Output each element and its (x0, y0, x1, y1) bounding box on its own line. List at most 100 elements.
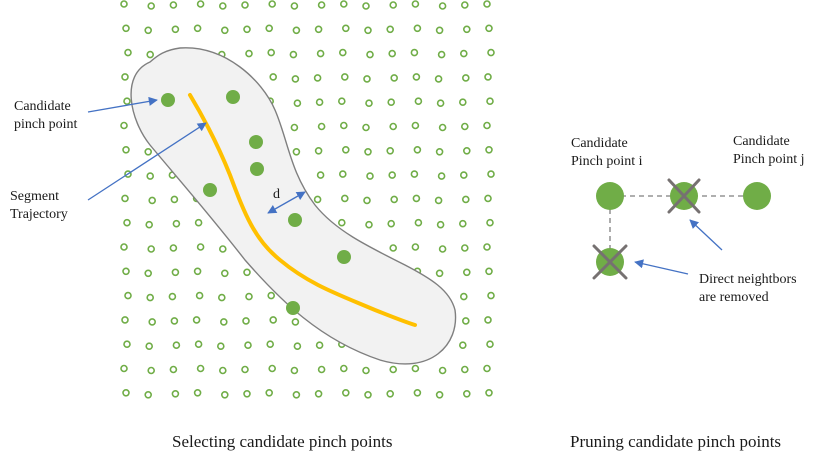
grid-point (389, 365, 398, 374)
grid-point (123, 340, 131, 349)
candidate-label-line: Candidate (14, 99, 71, 114)
grid-point (316, 49, 325, 58)
grid-point (460, 244, 469, 252)
grid-point (317, 365, 326, 374)
grid-point (438, 366, 447, 375)
grid-point (389, 244, 398, 252)
grid-point (196, 243, 205, 251)
point-j-label: Candidate Pinch point j (733, 133, 805, 169)
grid-point (386, 25, 395, 34)
grid-point (437, 172, 446, 180)
grid-point (124, 170, 132, 178)
grid-point (293, 342, 302, 351)
grid-point (313, 74, 322, 82)
grid-point (387, 98, 396, 106)
grid-point (365, 99, 373, 107)
grid-point (169, 1, 178, 9)
grid-point (486, 97, 494, 105)
grid-point (412, 194, 421, 203)
neighbor-arrow (689, 219, 723, 251)
grid-point (438, 245, 447, 253)
grid-point (411, 0, 420, 8)
candidate-point (203, 183, 217, 197)
grid-point (145, 220, 153, 229)
pruning-illustration (592, 178, 771, 280)
grid-point (315, 98, 324, 106)
grid-point (122, 267, 130, 276)
trajectory-label-line: Trajectory (10, 207, 68, 222)
grid-point (341, 388, 350, 397)
grid-point (169, 244, 178, 252)
candidate-label: Candidate pinch point (14, 98, 77, 134)
grid-point (458, 219, 467, 228)
grid-point (169, 365, 178, 374)
grid-point (485, 146, 493, 154)
grid-point (144, 390, 152, 399)
grid-point (146, 50, 154, 59)
grid-point (146, 293, 154, 302)
grid-point (485, 24, 493, 33)
grid-point (170, 195, 179, 204)
grid-point (292, 148, 301, 156)
grid-point (146, 172, 154, 180)
grid-point (390, 74, 399, 82)
grid-point (436, 220, 445, 229)
grid-point (193, 388, 202, 397)
grid-point (120, 364, 128, 373)
grid-point (219, 2, 227, 10)
grid-point (314, 25, 323, 34)
grid-point (389, 122, 398, 131)
grid-point (193, 267, 202, 276)
grid-point (414, 218, 423, 227)
grid-point (313, 195, 322, 204)
grid-point (268, 364, 277, 373)
grid-point (438, 2, 447, 10)
point-i-label: Candidate Pinch point i (571, 135, 643, 171)
grid-point (341, 146, 350, 154)
grid-point (170, 317, 179, 325)
grid-point (291, 318, 300, 326)
grid-point (194, 340, 203, 349)
grid-point (462, 389, 471, 398)
grid-point (120, 121, 128, 130)
grid-point (484, 316, 492, 324)
grid-point (171, 25, 180, 34)
grid-point (172, 219, 181, 228)
grid-point (242, 317, 250, 325)
grid-point (221, 269, 229, 278)
grid-point (219, 366, 227, 375)
grid-point (269, 73, 278, 81)
grid-point (122, 146, 130, 154)
grid-point (290, 366, 299, 375)
left-caption: Selecting candidate pinch points (172, 432, 393, 451)
grid-point (171, 268, 180, 277)
grid-point (413, 146, 422, 154)
grid-point (437, 50, 446, 59)
grid-point (148, 196, 156, 205)
grid-point (145, 342, 153, 351)
grid-point (487, 170, 495, 178)
grid-point (487, 48, 495, 57)
grid-point (434, 196, 443, 205)
grid-point (411, 364, 420, 373)
grid-point (459, 49, 468, 58)
trajectory-label-line: Segment (10, 189, 59, 204)
grid-point (124, 291, 132, 300)
grid-point (388, 171, 397, 179)
segment-trajectory (188, 93, 417, 327)
point-i-label-line: Pinch point i (571, 154, 643, 169)
grid-point (483, 243, 491, 251)
neighbors-label: Direct neightbors are removed (699, 271, 797, 307)
grid-point (388, 49, 397, 58)
candidate-point (337, 250, 351, 264)
grid-point (341, 24, 350, 33)
grid-point (220, 318, 228, 326)
grid-point (483, 0, 491, 8)
grid-point (266, 340, 275, 349)
grid-point (121, 316, 129, 324)
grid-point (413, 24, 422, 33)
grid-point (462, 268, 471, 277)
grid-point (315, 341, 324, 350)
grid-point (410, 170, 419, 178)
grid-point (144, 148, 152, 156)
